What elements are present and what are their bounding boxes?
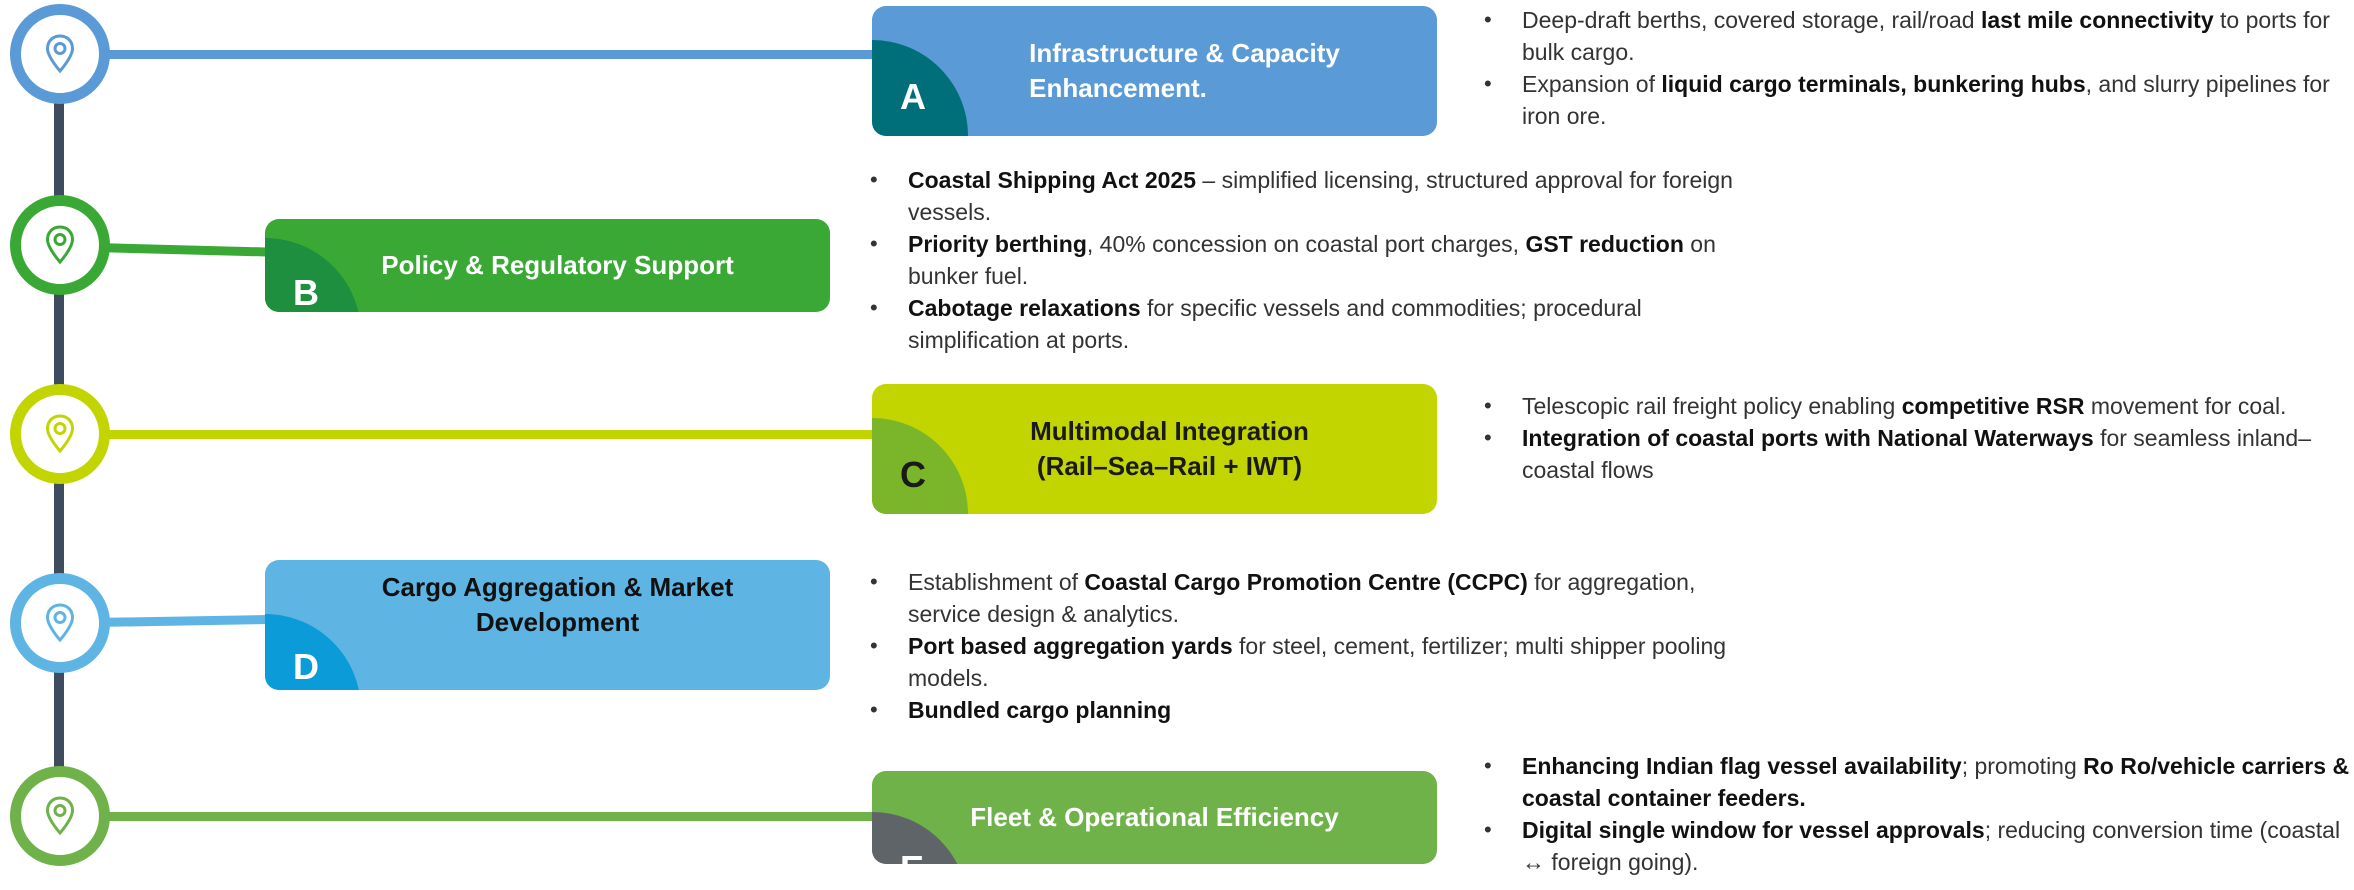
bullet-text: ; reducing conversion time (coastal ↔ fo…: [1522, 817, 2341, 875]
letter-c: C: [900, 454, 926, 496]
location-pin-icon: [45, 796, 75, 836]
bullet-bold-text: Ro Ro/vehicle carriers & coastal contain…: [1522, 753, 2350, 811]
bullet-bold-text: competitive RSR: [1901, 393, 2085, 419]
bullet-bold-text: last mile connectivity: [1980, 7, 2214, 33]
bullet-item: Deep-draft berths, covered storage, rail…: [1480, 4, 2350, 68]
bullet-text: ; promoting: [1961, 753, 2084, 779]
location-pin-icon: [45, 414, 75, 454]
connector-e: [95, 812, 880, 821]
title-d: Cargo Aggregation & Market Development: [381, 571, 734, 637]
bullets-d: Establishment of Coastal Cargo Promotion…: [866, 566, 1736, 726]
bullet-text: , 40% concession on coastal port charges…: [1086, 231, 1526, 257]
connector-d: [94, 614, 276, 627]
bullet-item: Integration of coastal ports with Nation…: [1480, 422, 2350, 486]
bullet-item: Telescopic rail freight policy enabling …: [1480, 390, 2350, 422]
letter-b: B: [293, 272, 319, 312]
bullet-text: to ports for bulk cargo.: [1522, 7, 2330, 65]
title-e: Fleet & Operational Efficiency: [970, 801, 1339, 832]
pin-circle-b: [10, 195, 110, 295]
bullet-text: for aggregation, service design & analyt…: [908, 569, 1696, 627]
bullets-a: Deep-draft berths, covered storage, rail…: [1480, 4, 2350, 132]
bullet-item: Digital single window for vessel approva…: [1480, 814, 2350, 878]
bullet-item: Cabotage relaxations for specific vessel…: [866, 292, 1736, 356]
bullet-bold-text: Coastal Shipping Act 2025: [908, 167, 1196, 193]
bullet-bold-text: Bundled cargo planning: [908, 697, 1172, 723]
bullets-c: Telescopic rail freight policy enabling …: [1480, 390, 2350, 486]
card-d: D Cargo Aggregation & Market Development: [265, 560, 830, 690]
bullet-bold-text: Enhancing Indian flag vessel availabilit…: [1522, 753, 1962, 779]
bullet-text: for steel, cement, fertilizer; multi shi…: [908, 633, 1727, 691]
bullet-text: Establishment of: [908, 569, 1085, 595]
location-pin-icon: [45, 603, 75, 643]
letter-e: E: [900, 845, 924, 864]
letter-d: D: [293, 646, 319, 688]
location-pin-icon: [45, 34, 75, 74]
title-a: Infrastructure & Capacity Enhancement.: [1029, 37, 1340, 103]
card-c: C Multimodal Integration (Rail–Sea–Rail …: [872, 384, 1437, 514]
card-b: B Policy & Regulatory Support: [265, 219, 830, 312]
bullet-text: Expansion of: [1522, 71, 1662, 97]
title-b: Policy & Regulatory Support: [381, 249, 734, 280]
bullet-item: Priority berthing, 40% concession on coa…: [866, 228, 1736, 292]
bullet-bold-text: GST reduction: [1525, 231, 1684, 257]
connector-b: [94, 243, 276, 257]
bullet-bold-text: liquid cargo terminals, bunkering hubs: [1661, 71, 2086, 97]
bullet-item: Establishment of Coastal Cargo Promotion…: [866, 566, 1736, 630]
bullets-b: Coastal Shipping Act 2025 – simplified l…: [866, 164, 1736, 356]
bullet-bold-text: Integration of coastal ports with Nation…: [1522, 425, 2094, 451]
connector-a: [95, 50, 880, 59]
bullet-item: Bundled cargo planning: [866, 694, 1736, 726]
bullet-text: – simplified licensing, structured appro…: [908, 167, 1733, 225]
bullet-text: for specific vessels and commodities; pr…: [908, 295, 1642, 353]
bullet-text: Telescopic rail freight policy enabling: [1522, 393, 1902, 419]
pin-circle-d: [10, 573, 110, 673]
letter-a: A: [900, 76, 926, 118]
bullet-item: Enhancing Indian flag vessel availabilit…: [1480, 750, 2350, 814]
bullet-bold-text: Digital single window for vessel approva…: [1522, 817, 1985, 843]
title-c: Multimodal Integration (Rail–Sea–Rail + …: [1030, 415, 1309, 481]
bullet-item: Expansion of liquid cargo terminals, bun…: [1480, 68, 2350, 132]
bullet-bold-text: Priority berthing: [908, 231, 1087, 257]
bullet-bold-text: Port based aggregation yards: [908, 633, 1233, 659]
bullet-item: Port based aggregation yards for steel, …: [866, 630, 1736, 694]
bullet-item: Coastal Shipping Act 2025 – simplified l…: [866, 164, 1736, 228]
bullet-bold-text: Cabotage relaxations: [908, 295, 1141, 321]
pin-circle-e: [10, 766, 110, 866]
pin-circle-c: [10, 384, 110, 484]
bullet-text: for seamless inland–coastal flows: [1522, 425, 2312, 483]
connector-c: [95, 430, 880, 439]
bullet-text: movement for coal.: [2084, 393, 2287, 419]
bullet-text: Deep-draft berths, covered storage, rail…: [1522, 7, 1981, 33]
pin-circle-a: [10, 4, 110, 104]
bullet-bold-text: Coastal Cargo Promotion Centre (CCPC): [1084, 569, 1528, 595]
bullet-text: , and slurry pipelines for iron ore.: [1522, 71, 2330, 129]
card-e: E Fleet & Operational Efficiency: [872, 771, 1437, 864]
card-a: A Infrastructure & Capacity Enhancement.: [872, 6, 1437, 136]
location-pin-icon: [45, 225, 75, 265]
bullets-e: Enhancing Indian flag vessel availabilit…: [1480, 750, 2350, 878]
bullet-text: on bunker fuel.: [908, 231, 1716, 289]
